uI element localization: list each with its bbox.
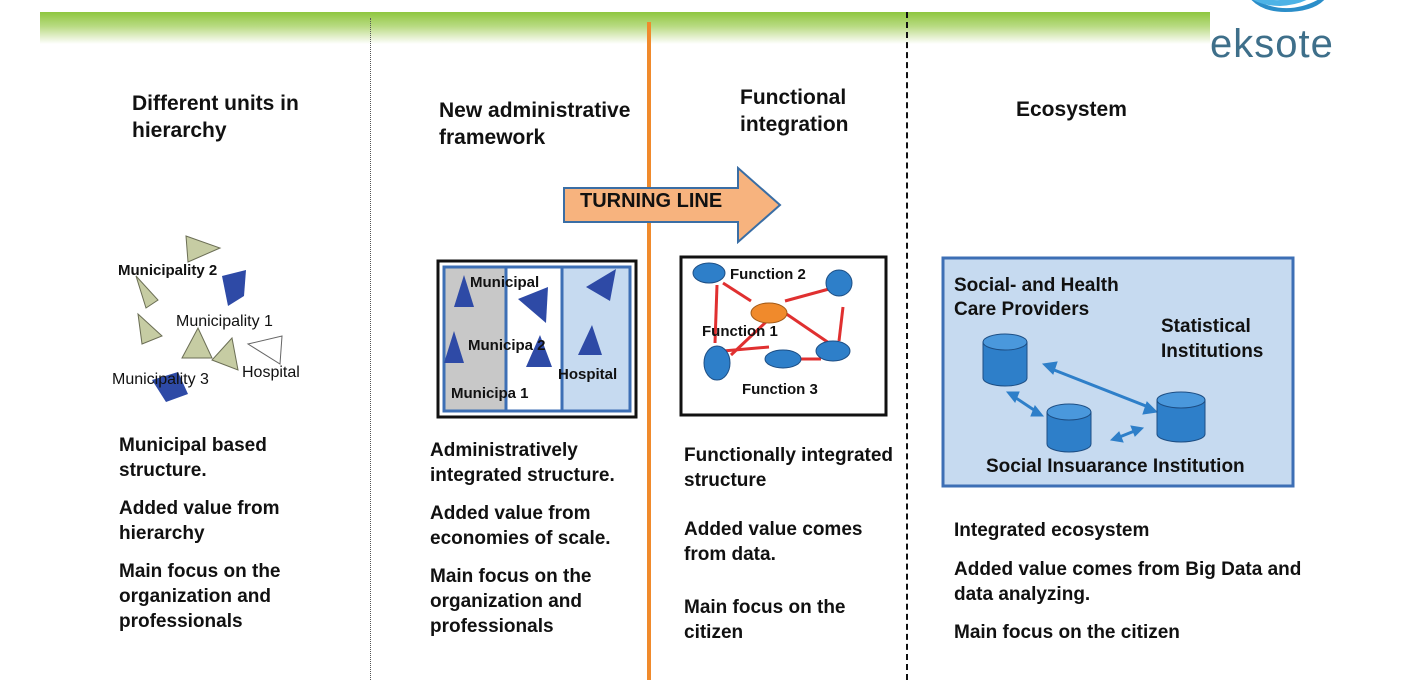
ecosystem-arrows (1005, 361, 1159, 443)
municipality-2-zone (504, 265, 564, 413)
eksote-logo-text: eksote (1210, 22, 1334, 66)
hospital-zone-label: Hospital (558, 366, 618, 383)
column-divider-3 (906, 12, 908, 680)
column-4-point-2: Added value comes from Big Data and data… (954, 559, 1302, 605)
function-1-node (750, 302, 788, 324)
database-icons (982, 333, 1206, 453)
providers-label: Social- and Health Care Providers (954, 275, 1119, 320)
header-bar (40, 12, 1210, 44)
olive-triangle-shapes (135, 235, 239, 371)
column-3-point-1: Functionally integrated structure (684, 445, 894, 491)
column-2-point-2: Added value from economies of scale. (430, 503, 611, 549)
function-nodes (692, 262, 853, 381)
hierarchy-diagram (135, 235, 283, 402)
insurance-label: Social Insuarance Institution (986, 456, 1245, 477)
column-2-point-1: Administratively integrated structure. (430, 440, 615, 486)
function-connection-lines (713, 281, 845, 361)
column-3-point-2: Added value comes from data. (684, 519, 863, 565)
ecosystem-diagram (941, 256, 1295, 488)
column-1-title: Different units in hierarchy (132, 92, 299, 142)
functional-integration-diagram (679, 255, 888, 417)
municipa-2-label: Municipa 2 (468, 337, 546, 354)
column-2-point-3: Main focus on the organization and profe… (430, 566, 592, 637)
statistical-label: Statistical Institutions (1161, 316, 1264, 362)
function-2-label: Function 2 (730, 266, 806, 283)
municipality-2-label: Municipality 2 (118, 262, 218, 279)
municipality-2-block (222, 270, 246, 306)
turning-line-label: TURNING LINE (580, 190, 723, 212)
eksote-logo-swoosh-icon (1251, 0, 1325, 12)
column-3-title: Functional integration (740, 86, 849, 136)
column-3-point-3: Main focus on the citizen (684, 597, 846, 643)
municipality-3-block (152, 372, 188, 402)
municipality-3-label: Municipality 3 (112, 371, 209, 388)
column-4-point-3: Main focus on the citizen (954, 622, 1180, 643)
column-4-title: Ecosystem (1016, 98, 1127, 121)
hospital-label: Hospital (242, 364, 300, 381)
turning-line-divider (647, 22, 651, 680)
hospital-triangle-shape (246, 335, 283, 365)
column-2-title: New administrative framework (439, 99, 631, 149)
column-1-point-2: Added value from hierarchy (119, 498, 280, 544)
function-3-label: Function 3 (742, 381, 818, 398)
column-divider-1 (370, 18, 371, 680)
column-1-point-3: Main focus on the organization and profe… (119, 561, 281, 632)
municipa-1-label: Municipa 1 (451, 385, 529, 402)
turning-line-arrow (563, 166, 782, 244)
municipal-top-label: Municipal (470, 274, 540, 291)
column-1-point-1: Municipal based structure. (119, 435, 267, 481)
municipality-1-label: Municipality 1 (176, 313, 273, 330)
function-1-label: Function 1 (702, 323, 778, 340)
municipality-1-zone (442, 265, 508, 413)
administrative-framework-diagram (436, 259, 638, 419)
column-4-point-1: Integrated ecosystem (954, 520, 1150, 541)
